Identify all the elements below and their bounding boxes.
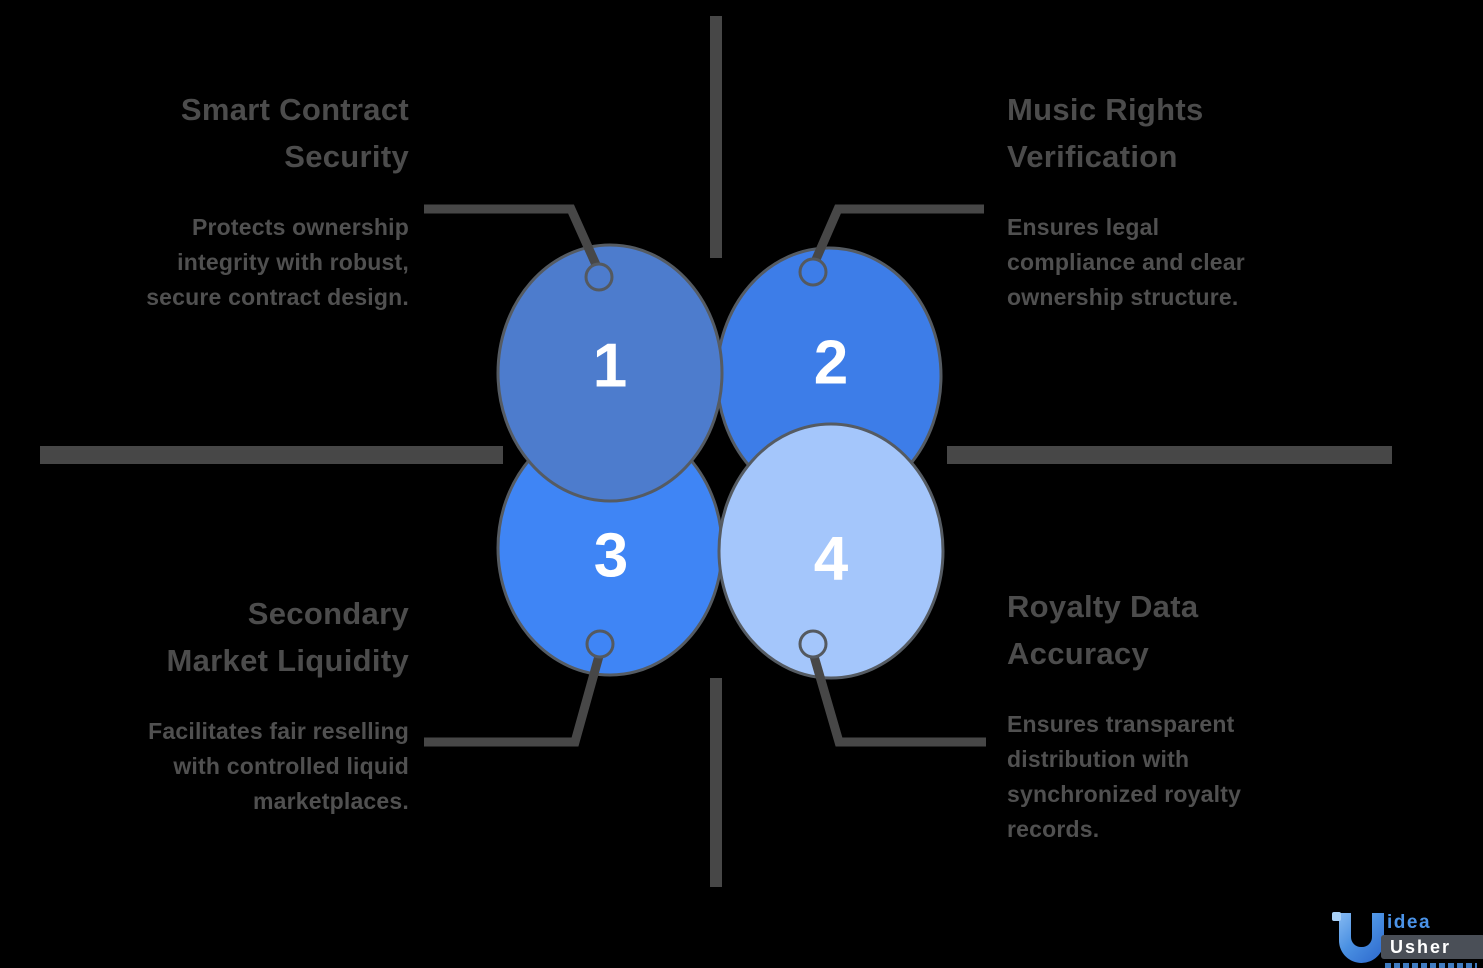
desc-line: Facilitates fair reselling: [148, 718, 409, 744]
desc-line: compliance and clear: [1007, 249, 1245, 275]
desc-line: secure contract design.: [146, 284, 409, 310]
desc-line: records.: [1007, 816, 1100, 842]
quadrant-description: Ensures transparent distribution with sy…: [1007, 707, 1337, 847]
logo-word-idea: idea: [1387, 912, 1432, 933]
desc-line: distribution with: [1007, 746, 1190, 772]
title-line: Music Rights: [1007, 92, 1204, 127]
idea-usher-logo: idea Usher: [1315, 895, 1483, 968]
title-line: Secondary: [247, 596, 409, 631]
quadrant-title: Smart Contract Security: [95, 86, 409, 180]
divider-middle-left: [40, 446, 503, 464]
pin-circle-1: [584, 262, 614, 292]
desc-line: Ensures legal: [1007, 214, 1160, 240]
desc-line: ownership structure.: [1007, 284, 1239, 310]
circle-1: [496, 243, 724, 503]
step-number-4: 4: [814, 525, 849, 594]
quadrant-description: Ensures legal compliance and clear owner…: [1007, 210, 1337, 315]
quadrant-title: Secondary Market Liquidity: [95, 590, 409, 684]
title-line: Royalty Data: [1007, 589, 1199, 624]
pin-circle-2: [798, 257, 828, 287]
logo-word-usher: Usher: [1381, 935, 1483, 959]
connector-bottom-right: [809, 654, 986, 747]
desc-line: with controlled liquid: [173, 753, 409, 779]
quadrant-bottom-left: Secondary Market Liquidity Facilitates f…: [95, 590, 409, 819]
circle-4: [717, 422, 945, 680]
divider-bottom-vertical: [710, 678, 722, 887]
title-line: Accuracy: [1007, 636, 1149, 671]
step-number-3: 3: [594, 522, 628, 591]
step-number-2: 2: [814, 329, 848, 398]
title-line: Verification: [1007, 139, 1178, 174]
title-line: Smart Contract: [180, 92, 409, 127]
quadrant-bottom-right: Royalty Data Accuracy Ensures transparen…: [1007, 583, 1337, 847]
connector-top-left: [424, 204, 602, 269]
title-line: Security: [284, 139, 409, 174]
connector-top-right: [809, 204, 984, 266]
quadrant-title: Royalty Data Accuracy: [1007, 583, 1337, 677]
quadrant-top-left: Smart Contract Security Protects ownersh…: [95, 86, 409, 315]
divider-top-vertical: [710, 16, 722, 258]
desc-line: Protects ownership: [191, 214, 409, 240]
logo-tagline: [1385, 963, 1477, 968]
step-number-1: 1: [593, 332, 627, 401]
quadrant-title: Music Rights Verification: [1007, 86, 1337, 180]
pin-circle-4: [798, 629, 828, 659]
desc-line: Ensures transparent: [1007, 711, 1235, 737]
pin-circle-3: [585, 629, 615, 659]
connector-bottom-left: [424, 654, 604, 747]
quadrant-top-right: Music Rights Verification Ensures legal …: [1007, 86, 1337, 315]
desc-line: integrity with robust,: [177, 249, 409, 275]
divider-middle-right: [947, 446, 1392, 464]
desc-line: synchronized royalty: [1007, 781, 1242, 807]
desc-line: marketplaces.: [252, 788, 409, 814]
quadrant-description: Protects ownership integrity with robust…: [95, 210, 409, 315]
logo-u-icon: [1339, 913, 1384, 963]
title-line: Market Liquidity: [166, 643, 409, 678]
logo-u-hole: [1351, 913, 1372, 947]
logo-dot-icon: [1332, 912, 1341, 921]
quadrant-description: Facilitates fair reselling with controll…: [95, 714, 409, 819]
